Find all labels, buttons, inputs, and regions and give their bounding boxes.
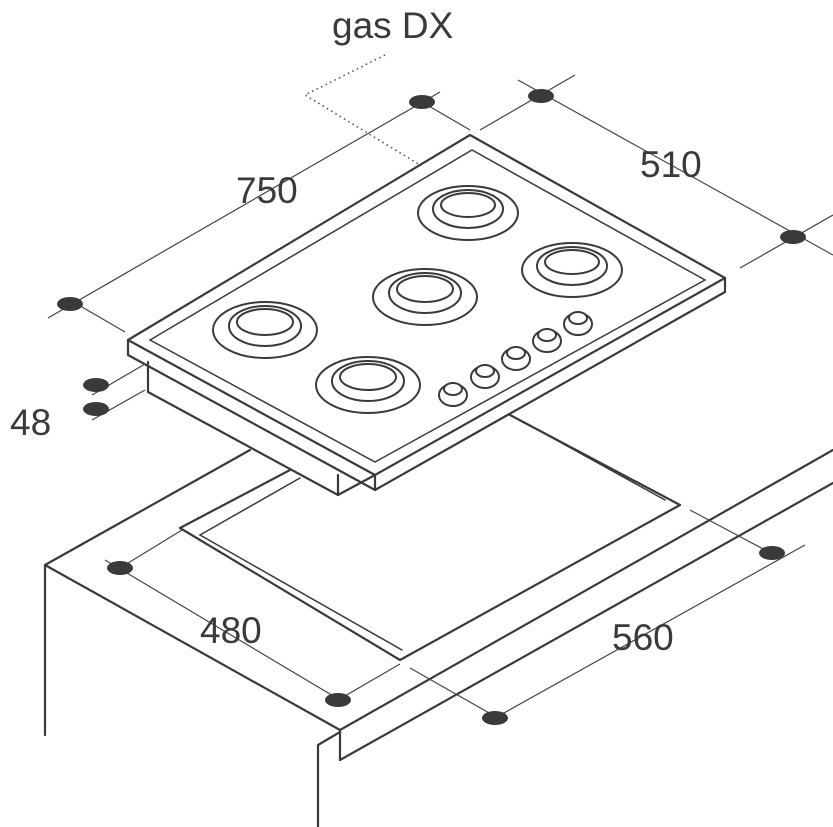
control-knobs <box>438 311 593 407</box>
burner-front-left <box>212 301 318 359</box>
width-label: 750 <box>236 170 298 211</box>
burner-front <box>315 356 421 414</box>
dimension-depth <box>479 74 833 269</box>
model-label: gas DX <box>332 5 453 46</box>
dimension-cutout-depth <box>104 529 401 707</box>
knob-1 <box>438 382 468 407</box>
dimension-cutout-width <box>409 509 806 725</box>
worktop <box>43 448 833 827</box>
burner-center <box>372 268 478 326</box>
worktop-cutout <box>178 413 682 662</box>
burner-back <box>417 185 519 241</box>
hob <box>126 133 727 497</box>
knob-2 <box>470 364 500 389</box>
cutout-depth-label: 480 <box>200 610 262 651</box>
knob-5 <box>563 311 593 336</box>
depth-label: 510 <box>640 144 702 185</box>
knob-4 <box>532 328 562 353</box>
height-label: 48 <box>10 402 51 443</box>
burner-right <box>521 242 623 298</box>
dimension-height <box>83 363 146 421</box>
gas-connection-leader <box>303 54 421 166</box>
knob-3 <box>501 346 531 371</box>
dimension-width <box>47 91 471 333</box>
cutout-width-label: 560 <box>612 617 674 658</box>
